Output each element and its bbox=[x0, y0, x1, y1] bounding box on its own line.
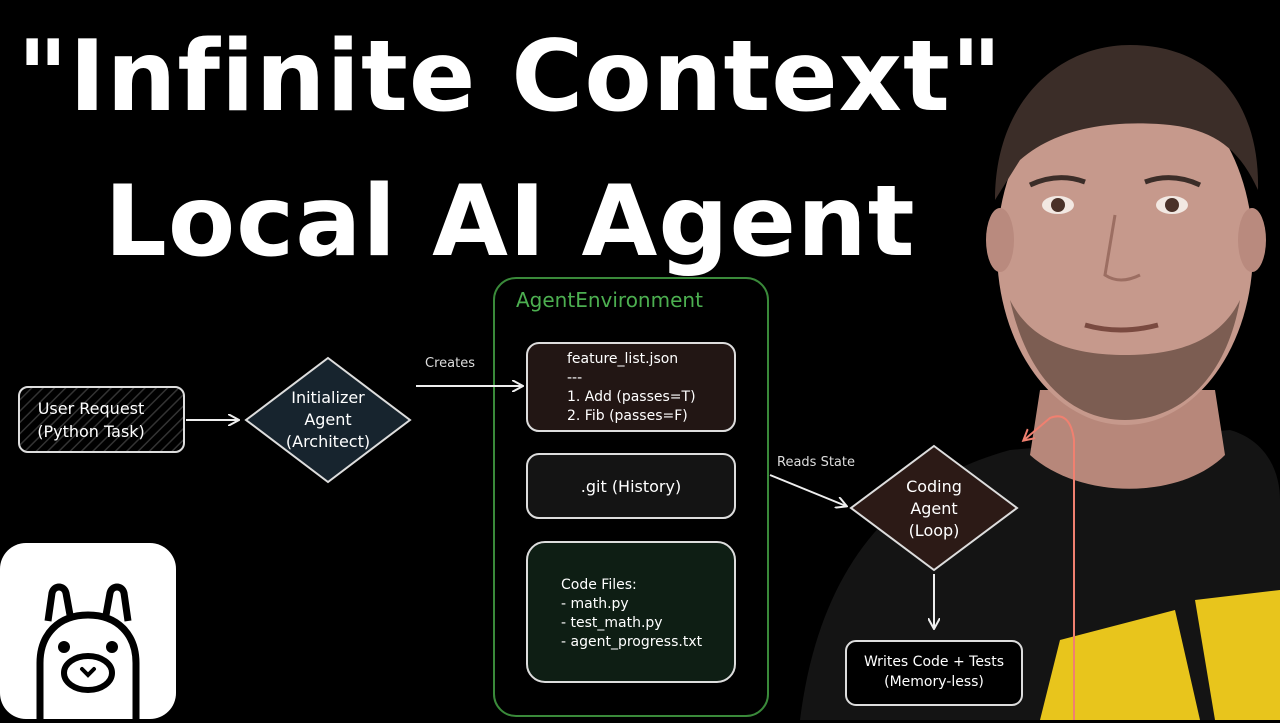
initializer-line2: Agent bbox=[304, 410, 351, 429]
feature-list-line2: --- bbox=[567, 370, 582, 386]
ollama-logo bbox=[0, 543, 176, 719]
feature-list-box bbox=[526, 342, 736, 432]
user-request-line1: User Request bbox=[38, 399, 145, 418]
user-request-box bbox=[18, 386, 185, 453]
initializer-line3: (Architect) bbox=[286, 432, 370, 451]
writes-code-line1: Writes Code + Tests bbox=[864, 654, 1004, 670]
git-history-label: .git (History) bbox=[581, 477, 681, 496]
code-files-box bbox=[526, 541, 736, 683]
code-files-line2: - math.py bbox=[561, 596, 629, 612]
reads-state-label: Reads State bbox=[777, 455, 855, 470]
coding-agent-line3: (Loop) bbox=[909, 521, 960, 540]
user-request-line2: (Python Task) bbox=[37, 422, 145, 441]
arrow-reads-state bbox=[769, 474, 846, 506]
title-line-1: "Infinite Context" bbox=[17, 20, 1003, 134]
code-files-line4: - agent_progress.txt bbox=[561, 634, 703, 650]
feedback-loop-arrow bbox=[1024, 415, 1075, 720]
initializer-agent-node bbox=[244, 356, 412, 484]
feature-list-line3: 1. Add (passes=T) bbox=[567, 389, 696, 405]
coding-agent-line2: Agent bbox=[910, 499, 957, 518]
writes-code-box bbox=[845, 640, 1023, 706]
feature-list-line1: feature_list.json bbox=[567, 351, 678, 367]
agent-environment-title: AgentEnvironment bbox=[516, 288, 703, 312]
initializer-line1: Initializer bbox=[291, 388, 365, 407]
creates-label: Creates bbox=[425, 356, 475, 371]
feature-list-line4: 2. Fib (passes=F) bbox=[567, 408, 688, 424]
code-files-line3: - test_math.py bbox=[561, 615, 663, 631]
ollama-llama-icon bbox=[36, 583, 140, 719]
coding-agent-line1: Coding bbox=[906, 477, 962, 496]
title-line-2: Local AI Agent bbox=[104, 165, 916, 279]
coding-agent-node bbox=[849, 444, 1019, 572]
writes-code-line2: (Memory-less) bbox=[884, 674, 984, 690]
code-files-line1: Code Files: bbox=[561, 577, 637, 593]
git-history-box bbox=[526, 453, 736, 519]
